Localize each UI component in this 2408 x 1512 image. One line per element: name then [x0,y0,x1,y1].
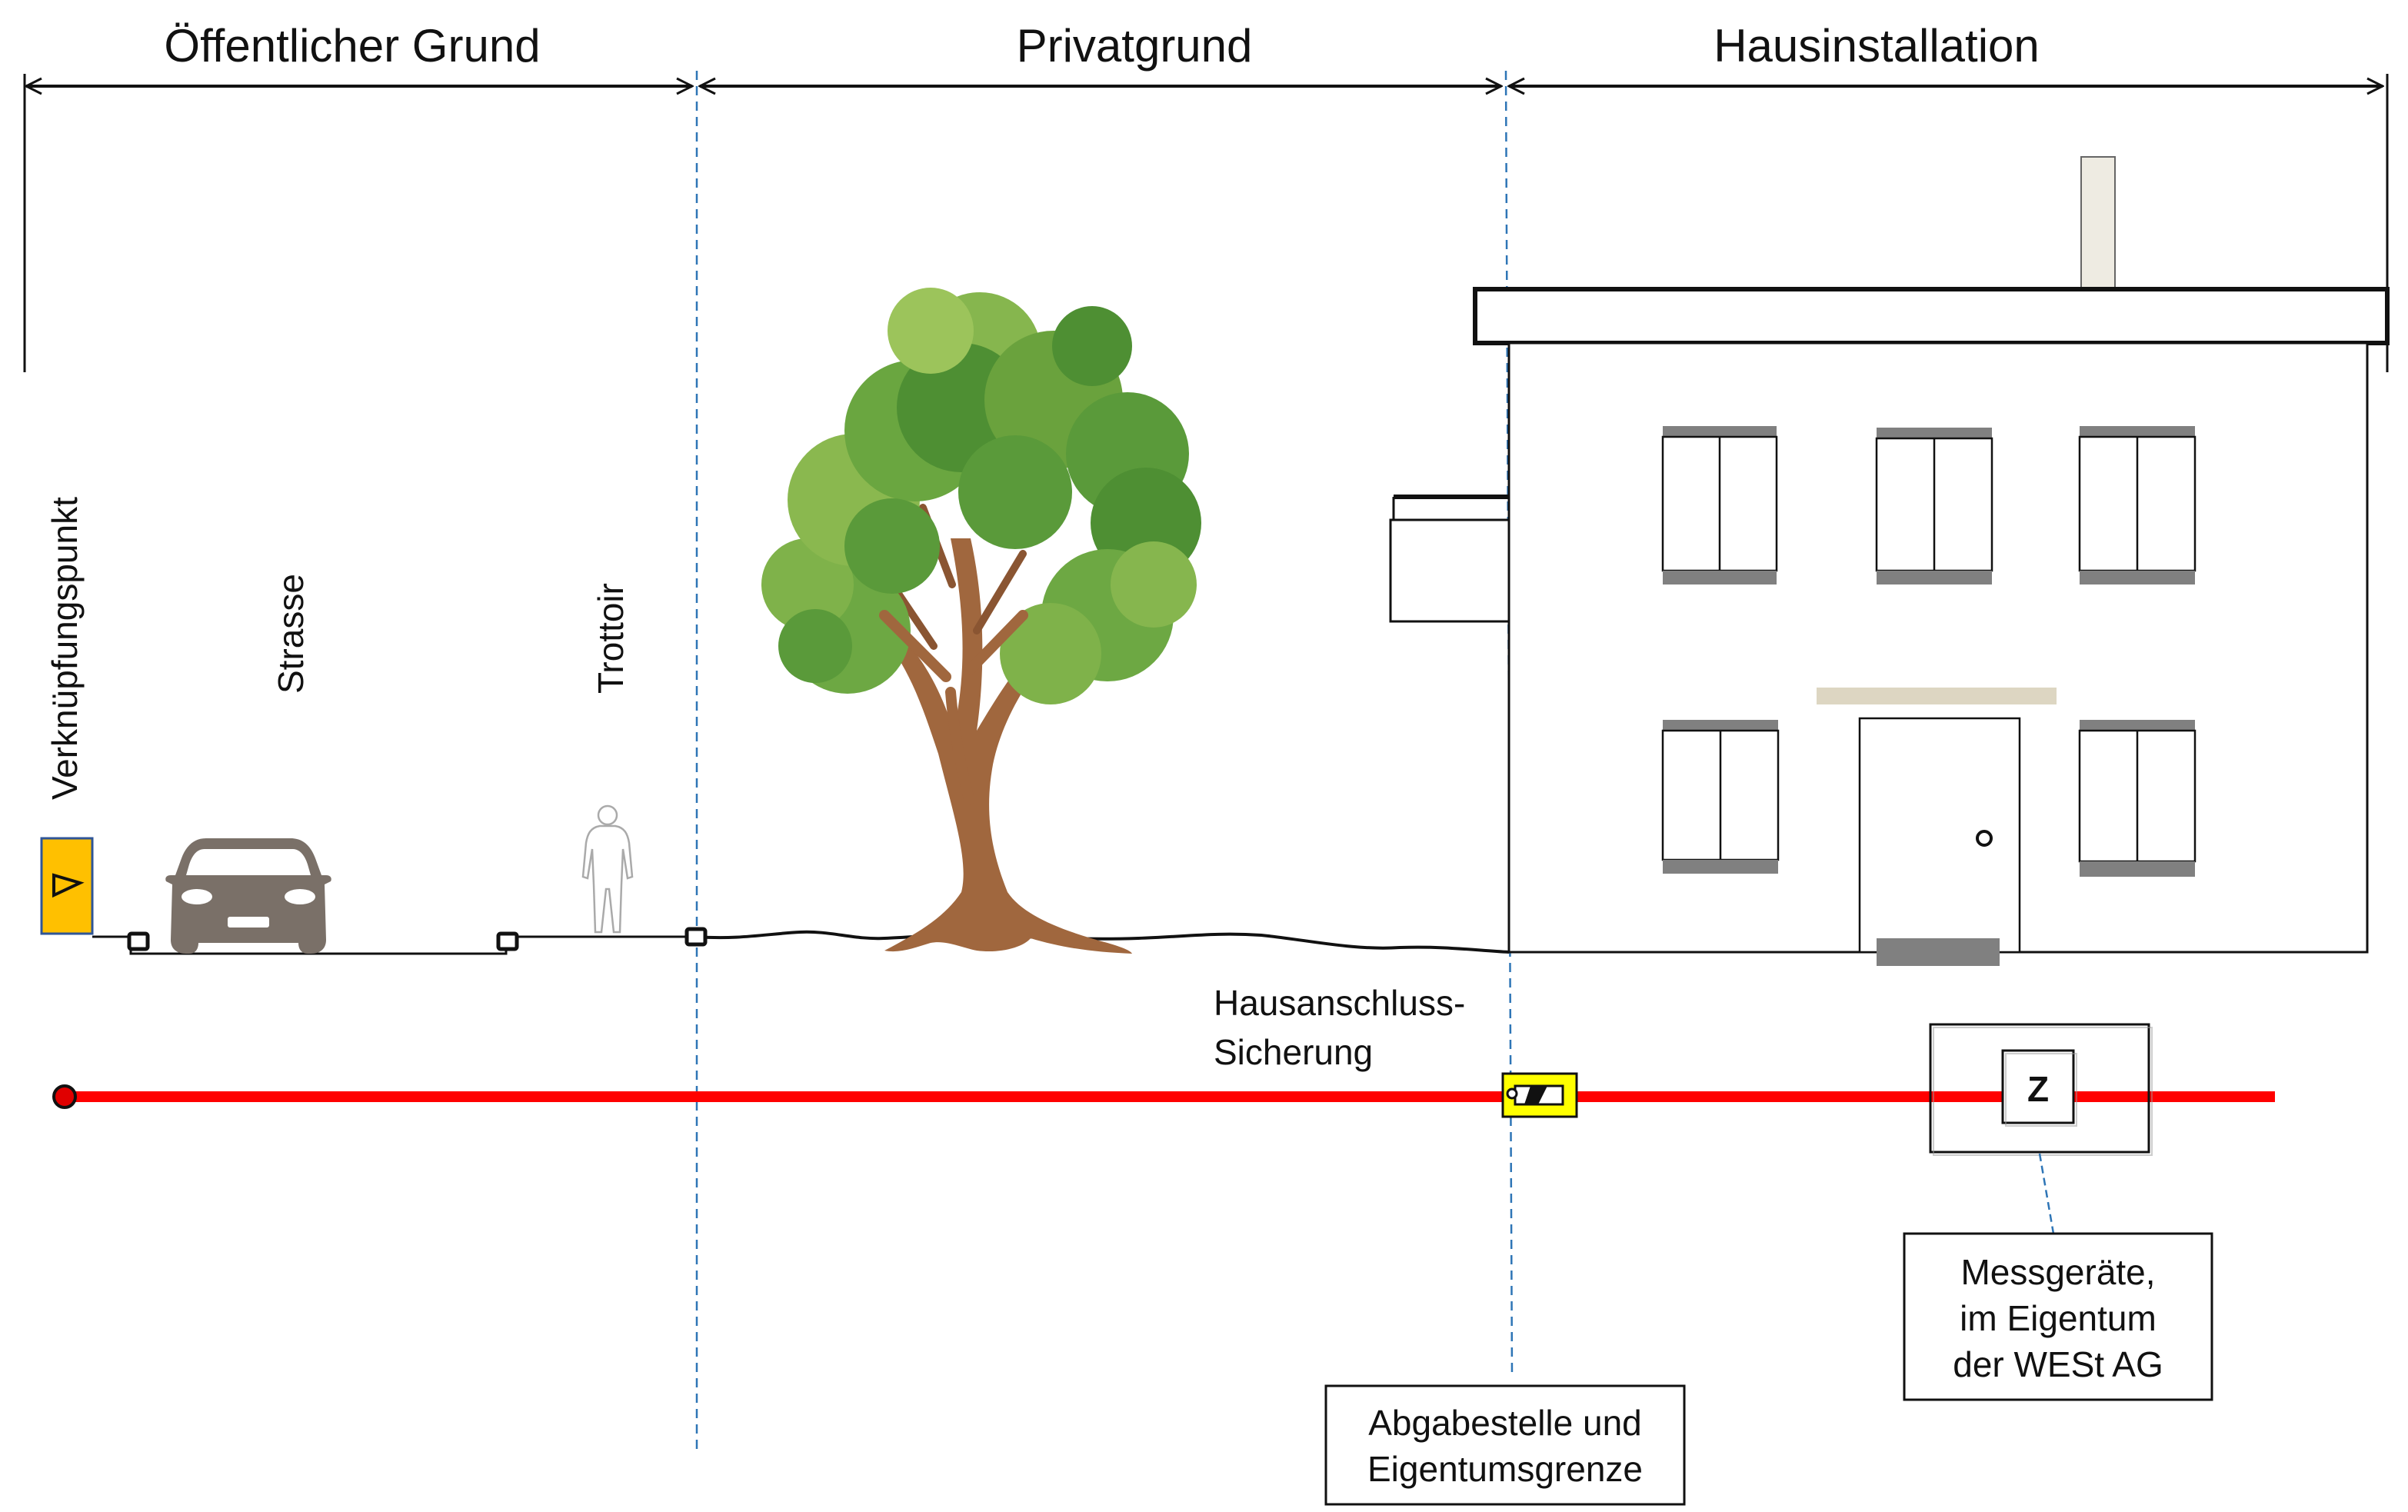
label-sidewalk: Trottoir [591,583,631,694]
door-canopy [1817,688,2057,704]
roof [1473,287,2390,345]
zone-title-private: Privatgrund [1017,20,1253,72]
meter-ownership-box: Messgeräte, im Eigentum der WESt AG [1903,1232,2213,1401]
person-icon [581,804,634,934]
zone-arrows [23,74,2389,372]
street-surface [92,935,692,955]
meter-symbol: Z [2027,1069,2049,1109]
delivery-box-line1: Abgabestelle und [1368,1403,1642,1443]
window-upper-middle [1875,428,1993,584]
window-upper-left [1661,426,1778,584]
zone-title-public: Öffentlicher Grund [164,20,540,72]
chimney [2080,156,2116,290]
meter-icon: Z [1929,1023,2153,1156]
fuse-label-line1: Hausanschluss- [1214,983,1465,1023]
fuse-label-line2: Sicherung [1214,1032,1373,1072]
car-icon [165,838,331,954]
window-upper-right [2078,426,2197,584]
label-street: Strasse [271,574,311,694]
delivery-box-line2: Eigentumsgrenze [1367,1449,1643,1489]
meter-box-line2: im Eigentum [1960,1298,2157,1338]
door-knob [1976,830,1993,847]
cable-start-node [52,1084,77,1109]
door-step [1877,938,2000,966]
window-lower-right [2078,720,2197,877]
window-lower-left [1661,720,1780,874]
annex-wall [1389,518,1510,623]
meter-leader-line [2038,1153,2055,1234]
house-icon [1389,156,2390,966]
manhole-sidewalk [496,931,519,951]
manhole-property-line [684,927,708,947]
tree-icon [761,288,1201,954]
meter-box-line3: der WESt AG [1953,1344,2163,1384]
delivery-point-box: Abgabestelle und Eigentumsgrenze [1324,1384,1686,1506]
front-door [1858,717,2021,954]
manhole-street [127,931,150,951]
cabinet-icon [40,837,94,935]
tree-foliage [761,288,1201,704]
meter-cabinet [1929,1023,2150,1154]
meter-box-line1: Messgeräte, [1960,1252,2155,1292]
zone-title-house: Hausinstallation [1714,20,2040,72]
label-junction-point: Verknüpfungspunkt [45,497,85,800]
fuse-icon [1501,1072,1578,1118]
